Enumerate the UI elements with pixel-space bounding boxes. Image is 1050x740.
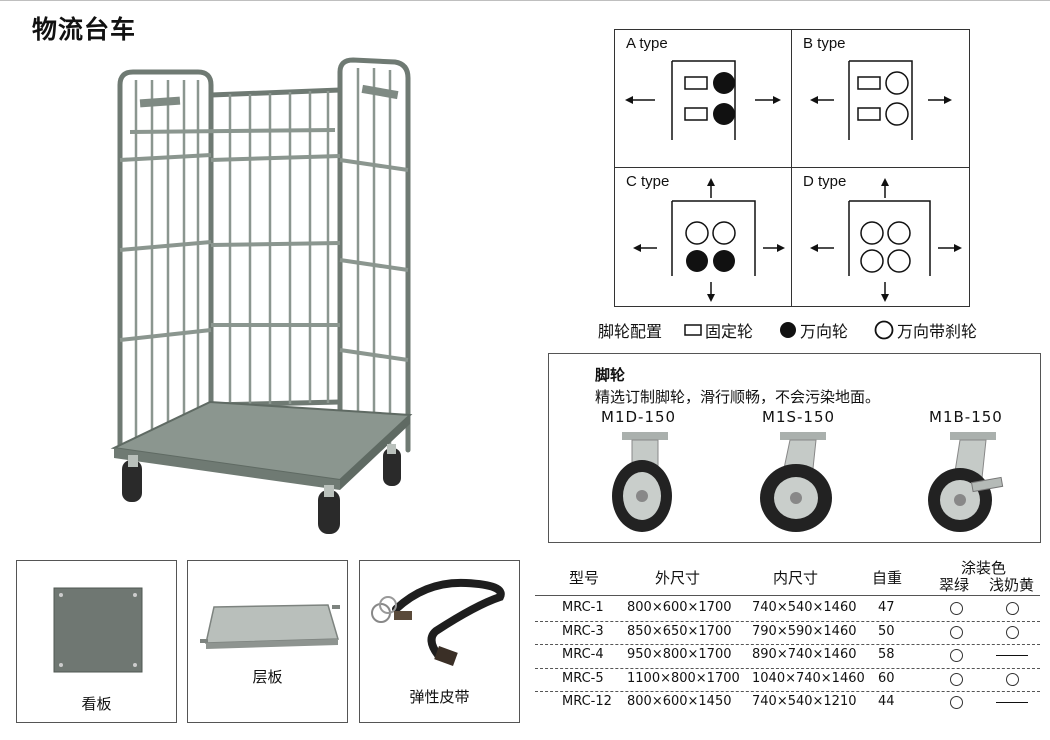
row-divider (535, 620, 1040, 622)
config-cell-c: C type (615, 168, 792, 306)
cell-outer-size: 1100×800×1700 (627, 670, 740, 686)
config-b-diagram (810, 60, 952, 140)
cell-outer-size: 950×800×1700 (627, 647, 732, 662)
config-label-d: D type (803, 173, 847, 190)
color-cream-available-mark (1006, 625, 1019, 639)
accessory-label-elastic-strap: 弹性皮带 (409, 688, 470, 706)
accessory-signboard: 看板 (16, 560, 177, 723)
cell-weight: 50 (878, 623, 895, 639)
row-divider (535, 691, 1040, 692)
header-color-cream: 浅奶黄 (989, 576, 1035, 594)
legend-swivel-brake: 万向带刹轮 (874, 318, 977, 342)
signboard-image (53, 587, 143, 673)
cell-weight: 47 (878, 600, 895, 615)
cell-model: MRC-12 (562, 694, 612, 709)
caster-heading: 脚轮 (595, 366, 626, 384)
color-green-available-mark (950, 602, 963, 615)
header-color-green: 翠绿 (939, 576, 970, 594)
color-green-available-mark (950, 672, 963, 686)
config-label-c: C type (626, 173, 670, 190)
color-cream-available-mark (1006, 672, 1019, 686)
color-green-available-mark (950, 649, 963, 662)
caster-wheel-m1s-image (760, 432, 832, 532)
legend-title: 脚轮配置 (598, 322, 663, 341)
config-cell-a: A type (615, 30, 792, 168)
caster-model-m1s: M1S-150 (762, 408, 836, 426)
header-model: 型号 (569, 569, 600, 587)
color-green-available-mark (950, 696, 963, 709)
config-label-b: B type (803, 35, 846, 52)
cell-inner-size: 740×540×1210 (752, 694, 857, 709)
caster-model-m1d: M1D-150 (601, 408, 677, 426)
color-cream-unavailable-mark (996, 702, 1028, 703)
legend-swivel: 万向轮 (779, 318, 848, 342)
cell-outer-size: 800×600×1450 (627, 694, 732, 709)
cell-inner-size: 790×590×1460 (752, 623, 857, 639)
cell-weight: 58 (878, 647, 895, 662)
caster-configuration-grid: A type B type C type (614, 29, 970, 307)
swivel-brake-wheel-icon (874, 320, 894, 340)
legend-swivel-label: 万向轮 (800, 322, 849, 341)
shelf-board-image (200, 604, 340, 649)
caster-wheel-m1b-image (928, 432, 1004, 532)
legend-fixed: 固定轮 (684, 318, 753, 342)
header-outer-size: 外尺寸 (655, 569, 701, 587)
row-divider (535, 667, 1040, 669)
color-green-available-mark (950, 625, 963, 639)
header-weight: 自重 (872, 569, 903, 587)
cell-model: MRC-4 (562, 647, 604, 662)
accessory-label-signboard: 看板 (81, 695, 112, 713)
cell-outer-size: 850×650×1700 (627, 623, 732, 639)
accessory-label-shelf: 层板 (252, 668, 283, 686)
config-d-diagram (810, 178, 962, 302)
caster-description: 精选订制脚轮，滑行顺畅，不会污染地面。 (595, 388, 881, 406)
caster-model-m1b: M1B-150 (929, 408, 1003, 426)
header-rule (535, 595, 1040, 596)
config-cell-d: D type (792, 168, 969, 306)
color-cream-available-mark (1006, 602, 1019, 615)
elastic-strap-image (371, 578, 505, 666)
config-cell-b: B type (792, 30, 969, 168)
fixed-wheel-icon (684, 324, 702, 336)
page-title: 物流台车 (32, 15, 137, 44)
caster-wheel-m1d-image (612, 432, 672, 532)
row-divider (535, 644, 1040, 645)
header-color-group: 涂装色 (961, 559, 1007, 577)
cell-inner-size: 890×740×1460 (752, 647, 857, 662)
legend-swivel-brake-label: 万向带刹轮 (897, 322, 978, 341)
accessory-elastic-strap: 弹性皮带 (359, 560, 520, 723)
top-rule (0, 0, 1050, 1)
caster-section: 脚轮 精选订制脚轮，滑行顺畅，不会污染地面。 M1D-150 M1S-150 M… (548, 353, 1041, 543)
config-label-a: A type (626, 35, 668, 52)
cell-weight: 44 (878, 694, 895, 709)
color-cream-unavailable-mark (996, 655, 1028, 656)
cell-inner-size: 1040×740×1460 (752, 670, 865, 686)
config-a-diagram (625, 60, 781, 140)
accessory-shelf: 层板 (187, 560, 348, 723)
cell-outer-size: 800×600×1700 (627, 600, 732, 615)
cell-model: MRC-1 (562, 600, 604, 615)
roll-cage-trolley-image (110, 57, 413, 534)
cell-weight: 60 (878, 670, 895, 686)
cell-model: MRC-3 (562, 623, 604, 639)
swivel-wheel-icon (780, 322, 797, 338)
caster-legend: 脚轮配置 固定轮 万向轮 万向带刹轮 (598, 318, 977, 342)
cell-inner-size: 740×540×1460 (752, 600, 857, 615)
cell-model: MRC-5 (562, 670, 604, 686)
config-c-diagram (633, 178, 785, 302)
legend-fixed-label: 固定轮 (705, 322, 754, 341)
header-inner-size: 内尺寸 (773, 569, 819, 587)
